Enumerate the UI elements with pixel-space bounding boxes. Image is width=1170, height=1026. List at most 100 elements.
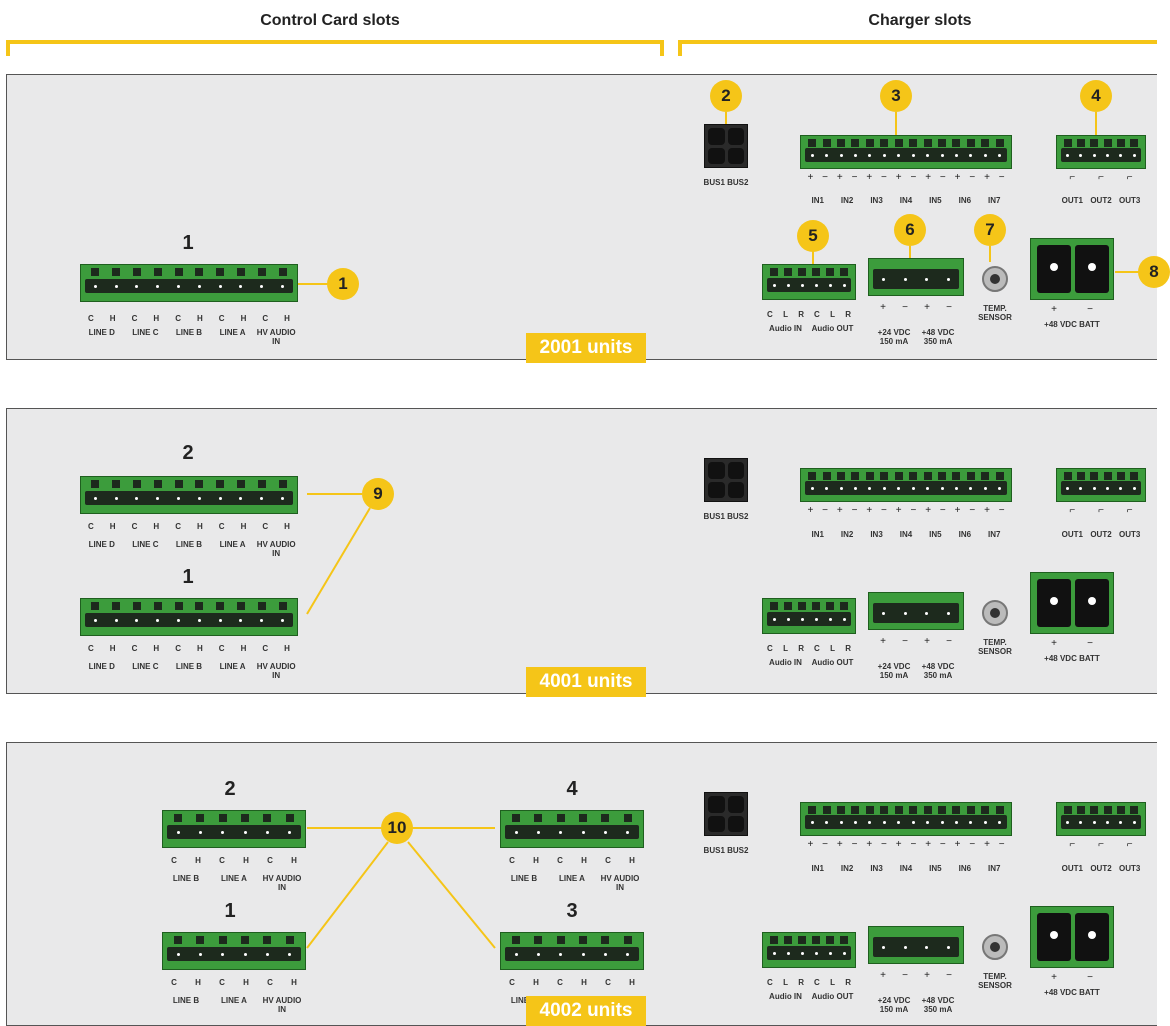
cc-pin: H — [195, 978, 201, 987]
panel-2001 — [6, 74, 1157, 360]
power-24-voltage: +24 VDC — [877, 662, 911, 671]
output-label: OUT3 — [1119, 864, 1141, 873]
cc-line: LINE B — [172, 996, 200, 1005]
input-label: IN7 — [988, 196, 1001, 205]
battery-label: +48 VDC BATT — [1044, 320, 1100, 329]
cc-pin: C — [605, 856, 611, 865]
cc-pin: H — [291, 856, 297, 865]
audio-label: Audio IN — [769, 992, 802, 1001]
temp-sensor-jack — [982, 934, 1008, 960]
battery-connector — [1030, 906, 1114, 968]
cc-pin: H — [581, 978, 587, 987]
cc-pin: H — [196, 522, 203, 531]
cc-line: LINE A — [219, 328, 246, 337]
cc-pin: H — [195, 856, 201, 865]
input-label: IN3 — [870, 864, 883, 873]
input-sign: + — [925, 172, 932, 183]
output-label: OUT2 — [1090, 530, 1112, 539]
control-card-terminal — [500, 810, 644, 848]
input-sign: + — [895, 839, 902, 850]
control-card-terminal — [80, 476, 298, 514]
battery-sign: − — [1087, 638, 1093, 649]
callout-1: 1 — [327, 268, 359, 300]
power-sign: − — [902, 970, 908, 981]
control-card-terminal — [500, 932, 644, 970]
battery-connector — [1030, 238, 1114, 300]
power-24-current: 150 mA — [879, 671, 909, 680]
audio-pin: C — [813, 644, 820, 653]
slot-number-2: 2 — [224, 778, 236, 800]
input-label: IN1 — [811, 864, 824, 873]
cc-line: LINE C — [132, 540, 159, 549]
control-card-bracket — [6, 40, 664, 56]
input-sign: + — [954, 172, 961, 183]
power-48-voltage: +48 VDC — [921, 662, 955, 671]
input-sign: + — [984, 839, 990, 850]
input-label: IN4 — [899, 530, 913, 539]
cc-pin: C — [509, 856, 515, 865]
input-sign: + — [807, 172, 814, 183]
power-signs: +−+− — [872, 302, 960, 313]
control-card-terminal — [80, 598, 298, 636]
input-label: IN1 — [811, 530, 824, 539]
input-sign: + — [895, 172, 902, 183]
cc-line: LINE B — [510, 996, 538, 1005]
bus-connector — [704, 792, 748, 836]
output-sign: ⌐ — [1098, 505, 1104, 516]
output-label: OUT1 — [1061, 864, 1083, 873]
audio-pin: L — [830, 978, 835, 987]
input-sign: − — [939, 505, 946, 516]
audio-terminal — [762, 264, 856, 300]
output-sign: ⌐ — [1069, 505, 1076, 516]
cc-pin: H — [243, 978, 249, 987]
input-label: IN5 — [929, 530, 942, 539]
power-sign: + — [924, 636, 930, 647]
temp-line2: SENSOR — [978, 647, 1012, 656]
input-sign: + — [954, 505, 961, 516]
input-sign: − — [822, 172, 828, 183]
power-sign: + — [924, 302, 930, 313]
audio-pin: C — [813, 978, 820, 987]
callout-2: 2 — [710, 80, 742, 112]
callout-8: 8 — [1138, 256, 1170, 288]
audio-pin: R — [798, 644, 805, 653]
cc-pin: C — [219, 856, 225, 865]
control-card-terminal — [162, 810, 306, 848]
input-label: IN2 — [840, 196, 854, 205]
cc-pin: C — [131, 522, 138, 531]
cc-pin: H — [533, 856, 539, 865]
input-sign: − — [939, 172, 946, 183]
cc-pin: C — [175, 522, 181, 531]
input-label: IN4 — [899, 864, 913, 873]
input-sign: − — [851, 505, 858, 516]
cc-pin: H — [284, 522, 290, 531]
inputs-signs: +−+−+−+−+−+−+− — [803, 839, 1009, 850]
cc-line: LINE B — [175, 540, 203, 549]
audio-label: Audio OUT — [811, 992, 854, 1001]
cc-line: LINE D — [88, 662, 115, 671]
bus-connector — [704, 458, 748, 502]
cc-line: LINE B — [175, 328, 203, 337]
input-sign: + — [984, 172, 990, 183]
cc-pin: C — [131, 314, 138, 323]
cc-line: LINE A — [219, 662, 246, 671]
cc-line: LINE A — [221, 874, 247, 883]
audio-pin: C — [766, 978, 773, 987]
audio-pin: R — [845, 644, 852, 653]
input-sign: + — [807, 505, 814, 516]
power-sign: − — [946, 636, 952, 647]
outputs-signs: ⌐⌐⌐ — [1058, 172, 1144, 183]
input-sign: − — [851, 839, 858, 850]
